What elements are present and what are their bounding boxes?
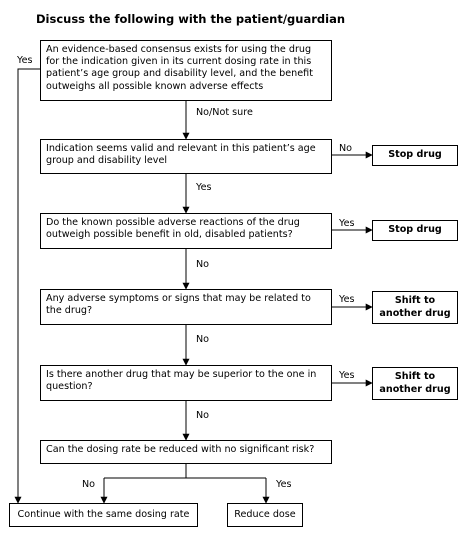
step-superior-drug: Is there another drug that may be superi… xyxy=(40,365,332,401)
label-no-step5: No xyxy=(196,410,210,421)
label-yes-final: Yes xyxy=(276,479,292,490)
label-no-step2: No xyxy=(339,143,353,154)
step-indication-valid: Indication seems valid and relevant in t… xyxy=(40,139,332,174)
label-no-final: No xyxy=(82,479,96,490)
diagram-title: Discuss the following with the patient/g… xyxy=(36,12,346,26)
outcome-shift-drug-1: Shift to another drug xyxy=(372,291,458,324)
outcome-stop-drug-2: Stop drug xyxy=(372,220,458,241)
label-yes-step4: Yes xyxy=(339,294,355,305)
label-yes-top: Yes xyxy=(17,55,33,66)
step-adverse-reactions: Do the known possible adverse reactions … xyxy=(40,213,332,249)
label-yes-step5: Yes xyxy=(339,370,355,381)
step-evidence-consensus: An evidence-based consensus exists for u… xyxy=(40,40,332,101)
label-no-step3: No xyxy=(196,259,210,270)
step-reduce-dosing: Can the dosing rate be reduced with no s… xyxy=(40,440,332,464)
outcome-shift-drug-2: Shift to another drug xyxy=(372,367,458,400)
label-no-not-sure: No/Not sure xyxy=(196,107,253,118)
outcome-stop-drug-1: Stop drug xyxy=(372,145,458,166)
outcome-reduce-dose: Reduce dose xyxy=(227,503,303,527)
outcome-continue-dosing: Continue with the same dosing rate xyxy=(9,503,198,527)
label-yes-step2: Yes xyxy=(196,182,212,193)
label-no-step4: No xyxy=(196,334,210,345)
label-yes-step3: Yes xyxy=(339,218,355,229)
yes-path-to-continue xyxy=(14,68,40,504)
step-adverse-symptoms: Any adverse symptoms or signs that may b… xyxy=(40,289,332,325)
